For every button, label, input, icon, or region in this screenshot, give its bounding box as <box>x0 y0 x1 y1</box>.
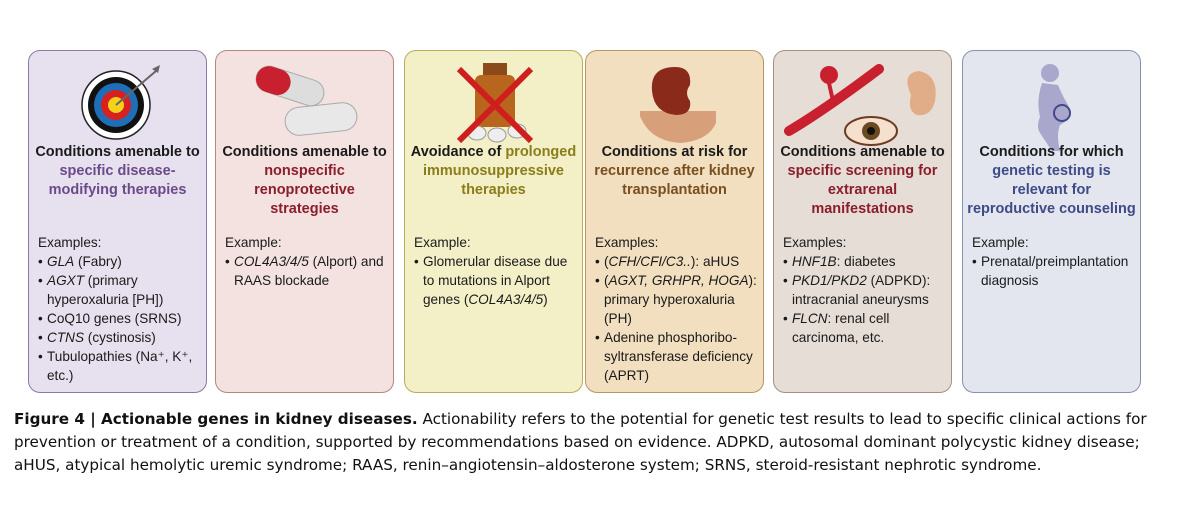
heading-highlight: nonspecific renoprotective strategies <box>254 163 355 217</box>
examples-label: Examples: <box>783 235 847 250</box>
examples-list: Glomerular disease due to mutations in A… <box>414 252 576 309</box>
panel-heading: Conditions for which genetic testing is … <box>967 143 1136 219</box>
examples-block: Examples: GLA (Fabry)AGXT (primary hypero… <box>38 233 200 385</box>
examples-label: Example: <box>225 235 282 250</box>
heading-text: Conditions at risk for <box>601 144 748 160</box>
panel-2: Conditions amenable to nonspecific renop… <box>215 50 394 393</box>
examples-label: Examples: <box>595 235 659 250</box>
panel-3: Avoidance of prolonged immunosuppressive… <box>404 50 583 393</box>
figure-caption: Figure 4 | Actionable genes in kidney di… <box>14 408 1189 477</box>
panel-heading: Conditions amenable to nonspecific renop… <box>220 143 389 219</box>
target-icon <box>29 61 206 159</box>
example-item: GLA (Fabry) <box>38 252 200 271</box>
example-item: Adenine phosphoribo­syltransferase defic… <box>595 328 757 385</box>
pregnant-woman-icon <box>963 61 1140 159</box>
examples-block: Example: Glomerular disease due to mutati… <box>414 233 576 309</box>
heading-text: Conditions amenable to <box>222 144 387 160</box>
examples-list: Prenatal/preimplantation diagnosis <box>972 252 1134 290</box>
panel-heading: Conditions at risk for recurrence after … <box>590 143 759 200</box>
kidney-hand-icon <box>586 61 763 159</box>
panel-6: Conditions for which genetic testing is … <box>962 50 1141 393</box>
panel-heading: Avoidance of prolonged immunosuppressive… <box>409 143 578 200</box>
examples-block: Examples: HNF1B: diabetesPKD1/PKD2 (ADPKD… <box>783 233 945 347</box>
panel-4: Conditions at risk for recurrence after … <box>585 50 764 393</box>
example-item: CTNS (cystinosis) <box>38 328 200 347</box>
example-item: (AGXT, GRHPR, HOGA): primary hyperoxalur… <box>595 271 757 328</box>
examples-label: Examples: <box>38 235 102 250</box>
caption-label: Figure 4 | Actionable genes in kidney di… <box>14 410 418 428</box>
example-item: Glomerular disease due to mutations in A… <box>414 252 576 309</box>
example-item: COL4A3/4/5 (Alport) and RAAS blockade <box>225 252 387 290</box>
heading-highlight: prolonged immunosuppressive therapies <box>422 144 577 198</box>
panel-heading: Conditions amenable to specific screenin… <box>778 143 947 219</box>
examples-list: GLA (Fabry)AGXT (primary hyperoxaluria [… <box>38 252 200 385</box>
examples-list: (CFH/CFI/C3..): aHUS(AGXT, GRHPR, HOGA):… <box>595 252 757 385</box>
example-item: Tubulopathies (Na⁺, K⁺, etc.) <box>38 347 200 385</box>
example-item: HNF1B: diabetes <box>783 252 945 271</box>
panel-1: Conditions amenable to specific disease-… <box>28 50 207 393</box>
examples-block: Example: COL4A3/4/5 (Alport) and RAAS blo… <box>225 233 387 290</box>
examples-block: Examples: (CFH/CFI/C3..): aHUS(AGXT, GRHP… <box>595 233 757 385</box>
eye-ear-vessel-icon <box>774 61 951 159</box>
pills-icon <box>216 61 393 159</box>
examples-label: Example: <box>972 235 1029 250</box>
heading-highlight: specific screening for extrarenal manife… <box>787 163 938 217</box>
example-item: Prenatal/preimplantation diagnosis <box>972 252 1134 290</box>
example-item: CoQ10 genes (SRNS) <box>38 309 200 328</box>
heading-highlight: specific disease-modifying therapies <box>48 163 187 198</box>
examples-label: Example: <box>414 235 471 250</box>
example-item: (CFH/CFI/C3..): aHUS <box>595 252 757 271</box>
panel-5: Conditions amenable to specific screenin… <box>773 50 952 393</box>
example-item: FLCN: renal cell carcinoma, etc. <box>783 309 945 347</box>
example-item: AGXT (primary hyperoxaluria [PH]) <box>38 271 200 309</box>
no-medication-icon <box>405 61 582 159</box>
heading-text: Conditions for which <box>979 144 1124 160</box>
panel-heading: Conditions amenable to specific disease-… <box>33 143 202 200</box>
heading-text: Conditions amenable to <box>35 144 200 160</box>
example-item: PKD1/PKD2 (ADPKD): intracranial aneurysm… <box>783 271 945 309</box>
heading-highlight: recurrence after kidney transplantation <box>594 163 755 198</box>
heading-text: Conditions amenable to <box>780 144 945 160</box>
examples-block: Example: Prenatal/preimplantation diagnos… <box>972 233 1134 290</box>
heading-highlight: genetic testing is relevant for reproduc… <box>967 163 1136 217</box>
heading-text: Avoidance of <box>410 144 506 160</box>
examples-list: COL4A3/4/5 (Alport) and RAAS blockade <box>225 252 387 290</box>
caption-text: Actionability refers to the potential fo… <box>14 410 1147 474</box>
examples-list: HNF1B: diabetesPKD1/PKD2 (ADPKD): intrac… <box>783 252 945 347</box>
